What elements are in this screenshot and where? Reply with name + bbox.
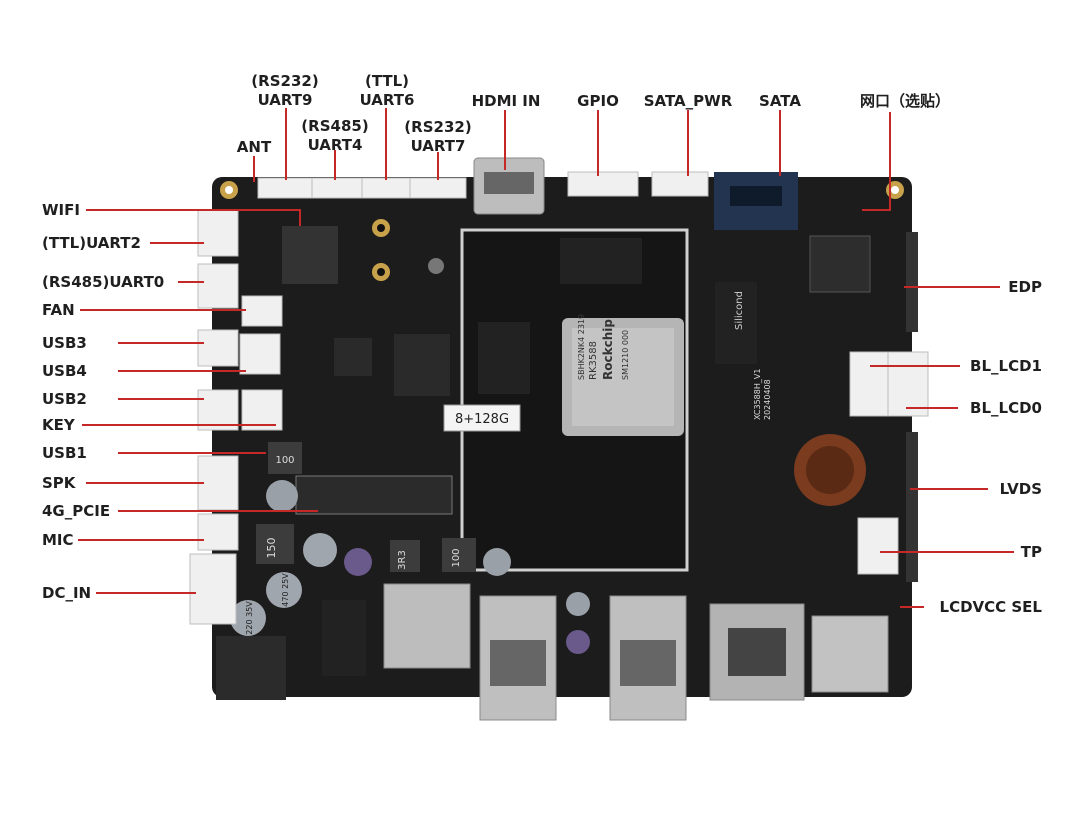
- label-key: KEY: [42, 416, 75, 434]
- label-spk: SPK: [42, 474, 76, 492]
- label-usb2: USB2: [42, 390, 87, 408]
- label-uart6-type: (TTL): [364, 72, 410, 90]
- label-uart9: UART9: [257, 91, 313, 109]
- connector-lvds: [906, 432, 918, 582]
- connector-usb3: [197, 329, 239, 367]
- hdmi-out-port: [811, 615, 889, 693]
- barrel-jack: [216, 636, 286, 700]
- inductor: [390, 540, 420, 572]
- connector-bl-lcd0: [887, 351, 929, 417]
- label-uart4: UART4: [307, 136, 363, 154]
- svg-text:220 35V: 220 35V: [245, 601, 254, 635]
- soc-line3: SM1210 000: [621, 330, 630, 380]
- soc-line2: SBHK2NK4 2319: [577, 314, 586, 380]
- capacitor: [266, 480, 298, 512]
- label-uart9-type: (RS232): [251, 72, 319, 90]
- label-tp: TP: [1020, 543, 1042, 561]
- lan-optional-pad: [809, 235, 871, 293]
- inductor: [442, 538, 476, 572]
- label-uart7-type: (RS232): [404, 118, 472, 136]
- connector-sata-pwr: [651, 171, 709, 197]
- label-lan-optional: 网口（选贴）: [859, 92, 951, 110]
- connector-bl-lcd1: [849, 351, 891, 417]
- memory-chip: [560, 238, 642, 284]
- capacitor: [344, 548, 372, 576]
- leader-lines: [78, 108, 1014, 608]
- label-uart6: UART6: [359, 91, 415, 109]
- capacitor: [230, 600, 266, 636]
- label-lvds: LVDS: [999, 480, 1042, 498]
- connector-dc-in: [189, 553, 237, 625]
- connector-fan: [241, 295, 283, 327]
- memory-sticker: [443, 404, 521, 432]
- connector-uart7: [409, 177, 467, 199]
- label-uart0: (RS485)UART0: [42, 273, 165, 291]
- connector-uart0: [197, 263, 239, 309]
- ic-brand: Silicond: [734, 291, 745, 330]
- label-mic: MIC: [42, 531, 74, 549]
- ic-chip: [715, 282, 757, 364]
- audio-jack: [322, 600, 366, 676]
- label-bl-lcd1: BL_LCD1: [970, 357, 1042, 375]
- label-hdmi-in: HDMI IN: [471, 92, 541, 110]
- svg-text:100: 100: [451, 548, 462, 567]
- soc-brand: Rockchip: [601, 319, 615, 380]
- label-edp: EDP: [1008, 278, 1042, 296]
- svg-text:470 25V: 470 25V: [281, 573, 290, 607]
- capacitor: [483, 548, 511, 576]
- capacitor: [566, 592, 590, 616]
- connector-uart9: [257, 177, 315, 199]
- connector-edp: [906, 232, 918, 332]
- pcb-date: 20240408: [763, 379, 772, 420]
- connector-usb2: [197, 389, 239, 431]
- label-gpio: GPIO: [577, 92, 619, 110]
- label-uart4-type: (RS485): [301, 117, 369, 135]
- wifi-module: [282, 226, 338, 284]
- label-uart7: UART7: [410, 137, 466, 155]
- label-usb1: USB1: [42, 444, 87, 462]
- label-usb4: USB4: [42, 362, 87, 380]
- svg-text:3R3: 3R3: [397, 550, 408, 570]
- label-uart2: (TTL)UART2: [42, 234, 141, 252]
- label-ant: ANT: [236, 138, 272, 156]
- label-bl-lcd0: BL_LCD0: [970, 399, 1042, 417]
- soc-model: RK3588: [588, 341, 599, 380]
- connector-spk: [197, 455, 239, 511]
- sim-slot: [383, 583, 471, 669]
- label-sata: SATA: [759, 92, 801, 110]
- inductor: [256, 524, 294, 564]
- emmc-chip: [478, 322, 530, 394]
- svg-text:150: 150: [265, 538, 278, 559]
- connector-mic: [197, 513, 239, 551]
- svg-text:100: 100: [275, 455, 294, 466]
- capacitor: [303, 533, 337, 567]
- memory-sticker-text: 8+128G: [455, 412, 509, 427]
- mounting-hole: [428, 258, 444, 274]
- label-4g-pcie: 4G_PCIE: [42, 502, 111, 520]
- connector-uart6: [361, 177, 413, 199]
- connector-key: [241, 389, 283, 431]
- inductor: [268, 442, 302, 474]
- ic-chip: [334, 338, 372, 376]
- connector-uart2: [197, 209, 239, 257]
- label-dc-in: DC_IN: [42, 584, 92, 602]
- ic-chip: [394, 334, 450, 396]
- label-fan: FAN: [42, 301, 75, 319]
- label-lcdvcc-sel: LCDVCC SEL: [939, 598, 1042, 616]
- connector-usb4: [239, 333, 281, 375]
- label-usb3: USB3: [42, 334, 87, 352]
- pcb-model: XC3588H_V1: [753, 369, 762, 420]
- pcie-slot: [295, 475, 453, 515]
- label-sata-pwr: SATA_PWR: [643, 92, 733, 110]
- connector-tp: [857, 517, 899, 575]
- label-wifi: WIFI: [42, 201, 80, 219]
- capacitor: [266, 572, 302, 608]
- connector-gpio: [567, 171, 639, 197]
- connector-uart4: [311, 177, 363, 199]
- capacitor: [566, 630, 590, 654]
